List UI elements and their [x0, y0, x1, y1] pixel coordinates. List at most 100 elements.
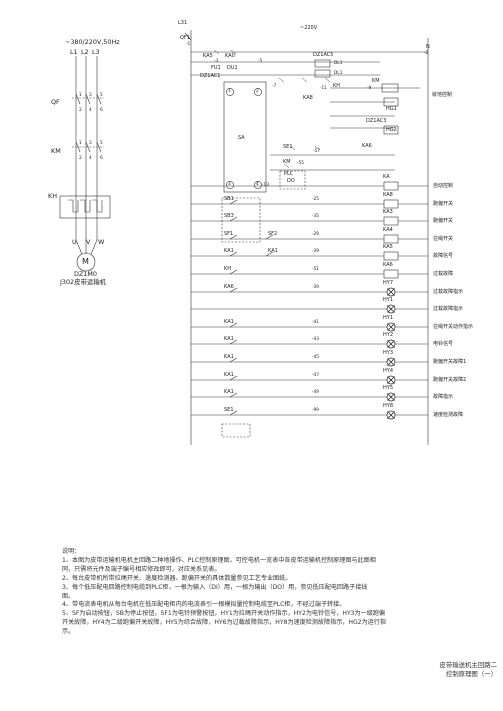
lamp-cross-mark [387, 340, 395, 348]
relay-coil-symbol [383, 234, 399, 244]
row-wire-label: -39 [312, 285, 320, 290]
dl1-label: DL1 [334, 61, 343, 66]
qf1-label: QF1 [180, 35, 190, 41]
wire-11-label: -11 [320, 86, 328, 91]
row-contact-label: KH [224, 266, 232, 272]
row-coil-label: HY1 [383, 315, 393, 321]
phase-l3-label: L3 [92, 48, 100, 56]
row-coil-label: KA [383, 174, 390, 180]
terminal-v-label: V [86, 238, 91, 246]
ka8-contact-label: KA8 [303, 95, 313, 101]
lamp-cross-mark [387, 305, 395, 313]
row-description: 拉绳开关 [433, 236, 454, 242]
relay-coil-symbol [383, 181, 399, 191]
wire-3-label: -3 [214, 59, 219, 64]
notes-line: 5、SF为启动按钮，SB为停止按钮，SF1为电铃预警按钮，HY1为拉绳开关动作指… [62, 610, 386, 618]
km-aux-contact-label: KM [283, 159, 291, 165]
row-wire-label: -41 [312, 320, 320, 325]
contact-symbol [229, 216, 238, 222]
wire-9-label: -9 [367, 86, 372, 91]
qf-label: QF [51, 98, 60, 106]
km-terminal-4: 4 [89, 156, 92, 161]
row-contact2-label: SF2 [268, 231, 278, 237]
row-contact-label: KA1 [224, 336, 234, 342]
relay-coil-symbol [383, 251, 399, 261]
notes-line: 2、每台皮带机所带拉绳开关、速度检测器、跑偏开关的具体数量参见工艺专业图纸。 [62, 574, 292, 582]
wire-57-label: -57 [313, 149, 321, 154]
drawing-title-line1: 皮带输送机主回路二 [439, 661, 497, 669]
row-coil-label: HY8 [383, 403, 393, 409]
relay-coil-symbol [383, 269, 399, 279]
row-contact-label: SF1 [224, 231, 234, 237]
notes-block: 说明： 1、本图为皮带运输机电机主回路二种地操作、PLC控制原理图，可控电机一览… [62, 548, 446, 637]
dz1ac5-label: DZ1AC5 [313, 52, 334, 58]
row-coil-label: HY3 [383, 350, 393, 356]
row-description: 拉绳开关动作指示 [433, 324, 474, 330]
motor-name-label: J302皮带运输机 [60, 278, 107, 286]
row-wire-label: -45 [312, 355, 320, 360]
row-coil-label: KA4 [383, 227, 393, 233]
motor-model-label: DZ1M0 [74, 270, 97, 278]
contact-symbol [229, 322, 238, 328]
row-contact-label: SB3 [224, 213, 234, 219]
ka0-contact-label: KA0 [225, 53, 235, 59]
motor-symbol-letter: M [82, 257, 89, 266]
row-description: 跑偏开关故障1 [433, 359, 467, 365]
qf-terminal-4: 4 [89, 108, 92, 113]
notes-line: 4、带电流表电机从每台电机在低压配电柜内的电流表引一根模拟量控制电缆至PLC柜，… [62, 601, 346, 609]
km-terminal-1: 1 [79, 141, 82, 146]
row-description: 跑偏开关 [433, 201, 454, 207]
contact-symbol [229, 269, 238, 275]
row-wire-label: -25 [312, 197, 320, 202]
qf-terminal-3: 3 [89, 93, 92, 98]
row-coil-label: HY7 [383, 280, 393, 286]
notes-title: 说明： [62, 548, 81, 555]
row-coil-label: KA6 [383, 262, 393, 268]
km-terminal-6: 6 [100, 156, 103, 161]
row-contact-label: KA1 [224, 389, 234, 395]
lamp-cross-mark [387, 393, 395, 401]
row-description: 过载故障指示 [433, 289, 464, 295]
phase-l1-label: L1 [70, 48, 78, 56]
title-block: 皮带输送机主回路二 控制原理图（一） [393, 661, 497, 679]
row-coil-label: KA8 [383, 192, 393, 198]
kh-label: KH [48, 192, 57, 200]
control-bus-label: L31 [178, 20, 188, 26]
relay-coil-symbol [383, 199, 399, 209]
contact-symbol [229, 410, 238, 416]
row-wire-label: -99 [312, 408, 320, 413]
contact-symbol [229, 234, 238, 240]
contact-symbol [229, 392, 238, 398]
row-coil-label: HY1 [383, 297, 393, 303]
control-rows [191, 181, 428, 420]
notes-line: 开关故障，HY4为二级跑偏开关故障，HY5为综合故障，HY6为过载故障指示，HY… [62, 619, 386, 627]
contact-symbol [229, 357, 238, 363]
kh-contact-label: KH [333, 83, 341, 89]
row-wire-label: -35 [312, 214, 320, 219]
km-coil-label: KM [372, 78, 380, 84]
row-description: 过载故障 [433, 271, 454, 277]
row-wire-label: -39 [312, 249, 320, 254]
lamp-cross-mark [387, 288, 395, 296]
notes-line: 示。 [62, 628, 75, 636]
qf1-pin: -1 [186, 42, 191, 47]
row-description: 速度检测故障 [433, 412, 464, 418]
wire-5-label: -5 [258, 59, 263, 64]
row-wire-label: -47 [312, 373, 320, 378]
se1-contact-label: SE1 [283, 144, 293, 150]
row-wire-label: -43 [312, 337, 320, 342]
contact-symbol [229, 287, 238, 293]
row-coil-label: HY5 [383, 385, 393, 391]
dz1ac1-label: DZ1AC1 [200, 73, 221, 79]
row-coil-label: KA3 [383, 209, 393, 215]
contact-symbol [229, 251, 238, 257]
row-description: 跑偏开关故障2 [433, 377, 467, 383]
neutral-pin: -2 [424, 51, 429, 56]
contact-symbol [229, 199, 238, 205]
hg1-label: HG1 [386, 106, 397, 112]
dz1ac3-label: DZ1AC3 [366, 118, 387, 124]
row-contact2-label: KA1 [268, 248, 278, 254]
row-coil-label: KA5 [383, 244, 393, 250]
row-contact-label: SE1 [224, 407, 234, 413]
lamp-cross-mark [387, 358, 395, 366]
